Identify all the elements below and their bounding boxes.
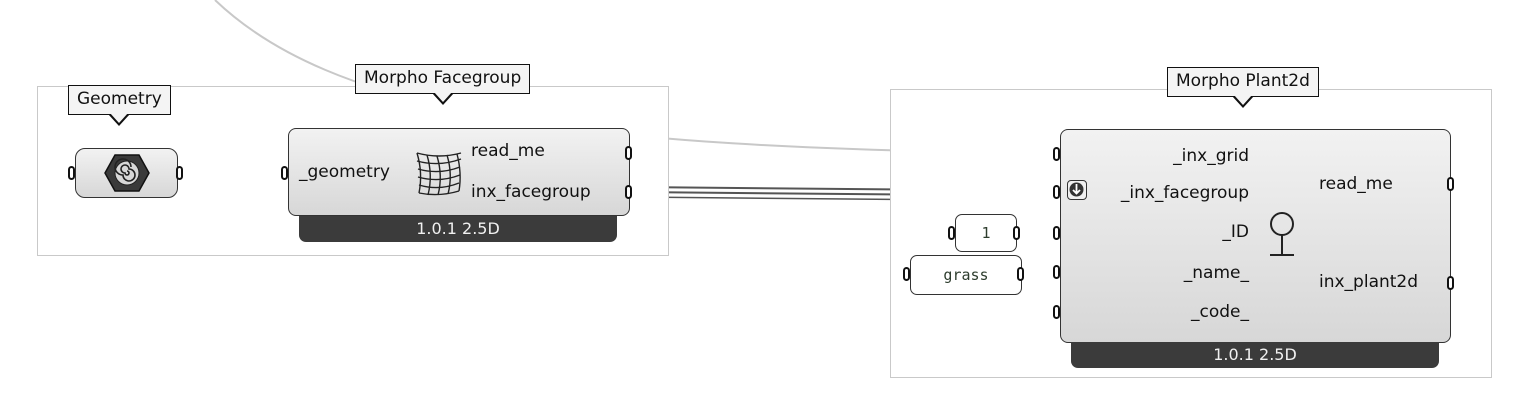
- facegroup-grid-icon: [416, 152, 462, 196]
- id-panel[interactable]: 1: [955, 214, 1017, 252]
- facegroup-output-port-inx-facegroup[interactable]: [625, 185, 632, 199]
- plant2d-input-port-name[interactable]: [1053, 265, 1060, 279]
- id-panel-value[interactable]: 1: [981, 224, 991, 242]
- facegroup-input-geometry: _geometry: [299, 162, 390, 182]
- group-label-plant2d-text: Morpho Plant2d: [1176, 71, 1310, 91]
- plant2d-input-port-code[interactable]: [1053, 305, 1060, 319]
- facegroup-component[interactable]: _geometry read_me inx_facegroup: [288, 128, 630, 216]
- plant2d-input-port-id[interactable]: [1053, 226, 1060, 240]
- flatten-arrow-icon[interactable]: [1067, 180, 1087, 200]
- geometry-input-port[interactable]: [68, 166, 75, 180]
- name-panel-output-port[interactable]: [1017, 267, 1024, 281]
- facegroup-output-inx-facegroup: inx_facegroup: [471, 182, 591, 202]
- tree-icon: [1270, 212, 1294, 256]
- plant2d-output-read-me: read_me: [1319, 174, 1393, 194]
- geometry-output-port[interactable]: [176, 166, 183, 180]
- plant2d-input-inx-grid: _inx_grid: [1173, 146, 1249, 166]
- spiral-hexagon-icon: [104, 154, 150, 192]
- group-label-plant2d: Morpho Plant2d: [1167, 67, 1319, 108]
- plant2d-component[interactable]: _inx_grid _inx_facegroup _ID _name_ _cod…: [1060, 129, 1451, 343]
- plant2d-version-bar: 1.0.1 2.5D: [1071, 342, 1439, 368]
- facegroup-input-port-geometry[interactable]: [281, 166, 288, 180]
- plant2d-input-code: _code_: [1191, 302, 1249, 322]
- plant2d-input-inx-facegroup: _inx_facegroup: [1120, 183, 1249, 203]
- param-label-geometry-text: Geometry: [77, 89, 162, 109]
- plant2d-output-port-inx-plant2d[interactable]: [1447, 276, 1454, 290]
- id-panel-input-port[interactable]: [948, 226, 955, 240]
- id-panel-output-port[interactable]: [1013, 226, 1020, 240]
- plant2d-input-port-inx-facegroup[interactable]: [1053, 185, 1060, 199]
- facegroup-output-read-me: read_me: [471, 141, 545, 161]
- group-label-facegroup-text: Morpho Facegroup: [364, 68, 522, 88]
- name-panel[interactable]: grass: [910, 255, 1022, 295]
- geometry-parameter[interactable]: [75, 148, 178, 198]
- plant2d-output-port-read-me[interactable]: [1447, 177, 1454, 191]
- plant2d-output-inx-plant2d: inx_plant2d: [1319, 272, 1419, 292]
- plant2d-input-id: _ID: [1222, 222, 1249, 242]
- plant2d-input-port-inx-grid[interactable]: [1053, 147, 1060, 161]
- name-panel-value[interactable]: grass: [943, 266, 989, 284]
- param-label-geometry: Geometry: [68, 85, 171, 126]
- name-panel-input-port[interactable]: [903, 267, 910, 281]
- group-label-facegroup: Morpho Facegroup: [355, 64, 531, 105]
- facegroup-version-bar: 1.0.1 2.5D: [299, 216, 617, 242]
- facegroup-output-port-read-me[interactable]: [625, 146, 632, 160]
- plant2d-input-name: _name_: [1183, 263, 1249, 283]
